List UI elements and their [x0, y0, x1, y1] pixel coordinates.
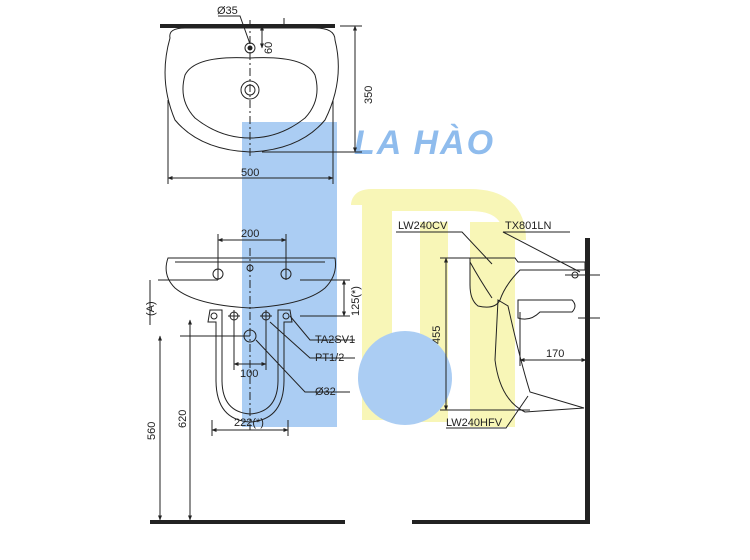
- front-height-560-label: 560: [146, 422, 158, 440]
- front-pedestal: [207, 309, 293, 423]
- front-drain-32-label: Ø32: [315, 386, 336, 398]
- front-leader-drain: [255, 339, 350, 393]
- side-lw240cv-label: LW240CV: [398, 220, 448, 232]
- top-offset-60-label: 60: [263, 42, 275, 54]
- front-bolt-right: [282, 312, 290, 320]
- top-hole-diameter-label: Ø35: [217, 5, 238, 17]
- watermark-yellow-arch: [351, 189, 526, 241]
- watermark: LA HÀO: [242, 122, 526, 427]
- side-basin-inner: [469, 261, 493, 299]
- side-leader-lw240hfv: [446, 395, 529, 429]
- front-spacing-200-label: 200: [241, 228, 259, 240]
- watermark-brand: LA HÀO: [354, 124, 495, 162]
- front-a-label: (A): [145, 301, 157, 316]
- side-offset-170-label: 170: [546, 348, 564, 360]
- side-height-455-label: 455: [431, 326, 443, 344]
- top-basin-outline: [164, 27, 339, 153]
- front-ta2sv1-label: TA2SV1: [315, 334, 355, 346]
- front-222-label: 222(*): [234, 417, 264, 429]
- front-leader-ta2sv1: [289, 315, 355, 341]
- front-height-620-label: 620: [177, 410, 189, 428]
- watermark-yellow-bar-3: [470, 222, 515, 427]
- side-pedestal: [494, 299, 585, 413]
- top-width-500-label: 500: [241, 167, 259, 179]
- front-bolt-left: [210, 312, 218, 320]
- top-view: [160, 15, 362, 184]
- front-spacing-100-label: 100: [240, 368, 258, 380]
- side-leader-lw240cv: [396, 231, 493, 265]
- front-view: [149, 234, 355, 521]
- top-hole-leader: [218, 15, 251, 45]
- front-125-label: 125(*): [350, 286, 362, 316]
- side-tx801ln-label: TX801LN: [505, 220, 552, 232]
- side-lw240hfv-label: LW240HFV: [446, 417, 503, 429]
- side-trap: [517, 299, 576, 320]
- watermark-blue-circle: [358, 331, 452, 425]
- front-leader-pt12: [269, 321, 355, 359]
- top-depth-350-label: 350: [363, 86, 375, 104]
- side-leader-tx801ln: [502, 231, 581, 273]
- side-basin: [469, 257, 586, 308]
- front-pt12-label: PT1/2: [315, 352, 344, 364]
